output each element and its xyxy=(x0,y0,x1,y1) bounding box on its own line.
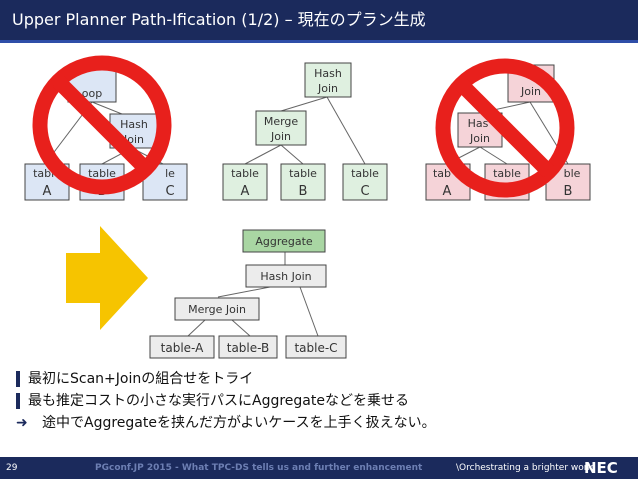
aggregate-node: Aggregate xyxy=(242,229,326,253)
prohibited-icon xyxy=(435,58,575,198)
svg-text:table: table xyxy=(493,167,521,180)
svg-text:B: B xyxy=(299,184,308,199)
plan-middle-table-b: table B xyxy=(280,163,326,201)
svg-text:Join: Join xyxy=(270,130,291,143)
svg-text:A: A xyxy=(443,184,452,199)
svg-text:Hash: Hash xyxy=(120,118,148,131)
bullet-item: 最も推定コストの小さな実行パスにAggregateなどを乗せる xyxy=(16,390,616,412)
plan-middle-hashjoin-node: Hash Join xyxy=(304,62,352,98)
plan-right: Join Has Join tab A table C ble B xyxy=(425,58,591,201)
slide-title: Upper Planner Path-Ification (1/2) – 現在の… xyxy=(0,0,638,40)
slogan: \Orchestrating a brighter world xyxy=(456,463,596,473)
svg-text:Join: Join xyxy=(520,85,541,98)
arrow-right-icon: ➜ xyxy=(16,415,28,431)
plan-diagrams: oop Hash Join table A table B le C xyxy=(24,55,591,359)
svg-text:Hash: Hash xyxy=(314,67,342,80)
svg-text:tab: tab xyxy=(433,167,451,180)
title-accent-line xyxy=(0,40,638,43)
table-b-node: table-B xyxy=(218,335,278,359)
svg-text:table-B: table-B xyxy=(227,341,270,355)
svg-text:Has: Has xyxy=(468,117,489,130)
hashjoin-node: Hash Join xyxy=(245,264,327,288)
svg-text:C: C xyxy=(165,184,174,199)
page-number: 29 xyxy=(6,463,18,473)
bullet-list: 最初にScan+Joinの組合せをトライ 最も推定コストの小さな実行パスにAgg… xyxy=(16,368,616,434)
svg-text:table: table xyxy=(289,167,317,180)
bullet-text: 最初にScan+Joinの組合せをトライ xyxy=(28,371,254,387)
mergejoin-node: Merge Join xyxy=(174,297,260,321)
svg-text:C: C xyxy=(360,184,369,199)
svg-text:Merge: Merge xyxy=(264,115,299,128)
svg-text:table: table xyxy=(351,167,379,180)
footer-bar: 29 PGconf.JP 2015 - What TPC-DS tells us… xyxy=(0,457,638,479)
plan-bottom: Aggregate Hash Join Merge Join table-A t… xyxy=(66,226,347,359)
right-arrow-icon xyxy=(66,226,148,330)
plan-left: oop Hash Join table A table B le C xyxy=(24,55,188,201)
svg-text:oop: oop xyxy=(82,87,102,100)
bullet-bar-icon xyxy=(16,371,20,387)
svg-text:A: A xyxy=(43,184,52,199)
bullet-item: 最初にScan+Joinの組合せをトライ xyxy=(16,368,616,390)
plan-middle: Hash Join Merge Join table A table B tab… xyxy=(222,62,388,201)
svg-text:table-C: table-C xyxy=(294,341,337,355)
prohibited-icon xyxy=(32,55,172,195)
table-c-node: table-C xyxy=(285,335,347,359)
plan-middle-table-c: table C xyxy=(342,163,388,201)
svg-text:A: A xyxy=(241,184,250,199)
table-a-node: table-A xyxy=(149,335,215,359)
svg-text:Hash Join: Hash Join xyxy=(260,270,311,283)
plan-middle-table-a: table A xyxy=(222,163,268,201)
bullet-text: 最も推定コストの小さな実行パスにAggregateなどを乗せる xyxy=(28,393,409,409)
svg-text:ble: ble xyxy=(564,167,581,180)
svg-text:le: le xyxy=(165,167,175,180)
svg-text:Join: Join xyxy=(317,82,338,95)
svg-text:Join: Join xyxy=(469,132,490,145)
svg-text:B: B xyxy=(564,184,573,199)
nec-logo: NEC xyxy=(584,459,618,477)
svg-text:table: table xyxy=(88,167,116,180)
conclusion-item: ➜ 途中でAggregateを挟んだ方がよいケースを上手く扱えない。 xyxy=(16,412,616,434)
svg-text:table: table xyxy=(231,167,259,180)
plan-middle-mergejoin-node: Merge Join xyxy=(255,110,307,146)
svg-text:table-A: table-A xyxy=(161,341,204,355)
svg-text:Aggregate: Aggregate xyxy=(255,235,313,248)
bullet-bar-icon xyxy=(16,393,20,409)
conclusion-text: 途中でAggregateを挟んだ方がよいケースを上手く扱えない。 xyxy=(42,415,436,431)
footer-text: PGconf.JP 2015 - What TPC-DS tells us an… xyxy=(95,463,423,473)
svg-text:Merge Join: Merge Join xyxy=(188,303,246,316)
